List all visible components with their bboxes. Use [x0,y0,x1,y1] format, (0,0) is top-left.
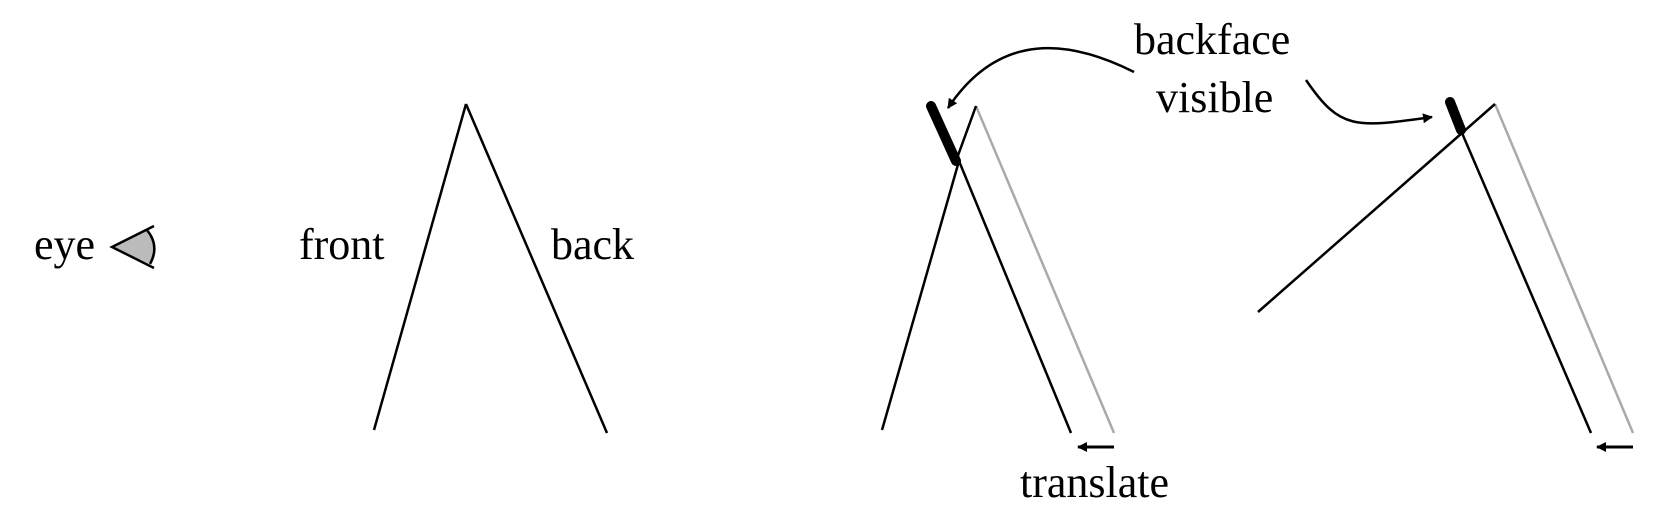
back-face-line [464,103,609,434]
callout-arrow-left [946,46,1135,109]
backface-label: backface [1134,15,1290,64]
back-face-moved-line [957,160,1073,434]
visible-backface-segment [926,101,961,166]
visible-backface-segment-3 [1445,97,1466,135]
back-face-ghost-line [974,105,1116,434]
wedge-original [372,103,609,434]
front-face-line [372,103,468,431]
wedge-translated [880,101,1116,452]
back-face-ghost-line-3 [1493,103,1635,434]
front-face-stub-3 [1461,103,1496,134]
callout-arrow-right [1304,79,1433,125]
front-label: front [299,220,385,269]
front-face-rotated-line [1257,132,1463,313]
eye-icon [109,224,156,270]
wedge-rotated [1257,97,1635,452]
front-face-line-2 [880,160,961,431]
back-face-moved-line-3 [1460,132,1593,434]
eye-label: eye [34,220,95,269]
back-label: back [551,220,634,269]
visible-label: visible [1156,73,1273,122]
translate-label: translate [1020,458,1169,507]
front-face-stub [954,105,978,162]
